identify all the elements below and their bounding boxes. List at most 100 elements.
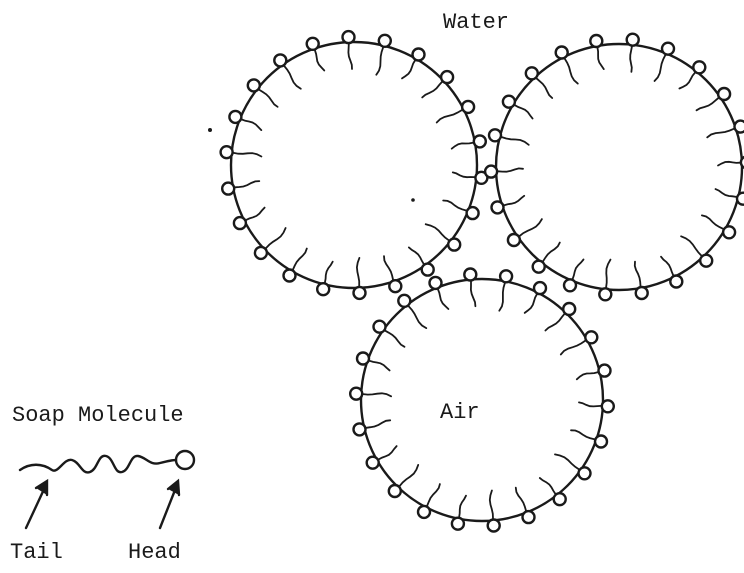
molecule-head	[492, 201, 504, 213]
molecule-tail	[459, 496, 466, 517]
bubble-film	[231, 42, 477, 288]
molecule-tail	[661, 257, 673, 276]
molecule-head	[636, 287, 648, 299]
molecule-tail	[718, 162, 740, 166]
molecule-head	[670, 276, 682, 288]
soap-molecule-label: Soap Molecule	[12, 405, 184, 427]
molecule-tail	[520, 219, 542, 236]
molecule-head	[718, 88, 730, 100]
molecule-head	[274, 54, 286, 66]
molecule-tail	[545, 314, 564, 330]
molecule-tail	[235, 181, 259, 187]
molecule-tail	[635, 262, 641, 286]
molecule-tail	[453, 172, 475, 177]
molecule-tail	[504, 196, 524, 205]
molecule-tail	[366, 420, 390, 428]
molecule-tail	[679, 73, 695, 89]
molecule-tail	[655, 55, 666, 81]
molecule-head	[599, 288, 611, 300]
molecule-tail	[284, 66, 301, 89]
molecule-tail	[348, 44, 352, 69]
bubble-film	[496, 44, 742, 290]
molecule-tail	[515, 105, 533, 118]
molecule-tail	[370, 361, 390, 371]
molecule-tail	[409, 306, 427, 328]
molecule-head	[374, 321, 386, 333]
molecule-head	[354, 423, 366, 435]
molecule-head	[462, 101, 474, 113]
molecule-head	[221, 146, 233, 158]
molecule-tail	[516, 488, 526, 511]
molecule-head	[723, 226, 735, 238]
molecule-tail	[315, 51, 324, 71]
molecule-head	[413, 49, 425, 61]
molecule-tail	[716, 189, 737, 197]
molecule-head	[474, 135, 486, 147]
water-label: Water	[443, 12, 509, 34]
molecule-head	[693, 61, 705, 73]
molecule-tail	[525, 294, 537, 313]
molecule-head	[602, 400, 614, 412]
molecule-tail	[598, 48, 604, 69]
molecule-head	[389, 485, 401, 497]
molecule-head	[554, 493, 566, 505]
molecule-head	[448, 239, 460, 251]
molecule-head	[563, 303, 575, 315]
molecule-tail	[443, 201, 466, 211]
molecule-tail	[471, 282, 476, 307]
molecule-head	[488, 520, 500, 532]
molecule-head	[599, 365, 611, 377]
head-label: Head	[128, 542, 181, 564]
molecule-head	[533, 261, 545, 273]
molecule-tail	[502, 137, 529, 145]
molecule-head	[508, 234, 520, 246]
air-label: Air	[440, 402, 480, 424]
molecule-tail	[702, 215, 723, 228]
molecule-head	[248, 79, 260, 91]
molecule-tail	[499, 283, 505, 311]
molecule-tail	[697, 98, 719, 110]
molecule-tail	[452, 143, 473, 149]
stray-marks	[208, 128, 415, 202]
molecule-head	[556, 47, 568, 59]
molecule-tail	[266, 228, 286, 248]
molecule-head	[662, 43, 674, 55]
molecule-head	[255, 247, 267, 259]
molecule-head	[485, 166, 497, 178]
molecule-head	[357, 353, 369, 365]
molecule-tail	[422, 82, 442, 98]
molecule-tail	[409, 247, 424, 264]
molecule-tail	[246, 208, 264, 220]
molecule-tail	[681, 236, 701, 255]
molecule-head	[317, 283, 329, 295]
molecule-head	[579, 467, 591, 479]
molecule-tail	[376, 48, 383, 75]
molecule-head	[595, 436, 607, 448]
molecule-head	[229, 111, 241, 123]
molecule-tail	[577, 372, 598, 379]
molecule-head	[737, 193, 744, 205]
molecule-tail	[579, 402, 601, 406]
molecule-tail	[385, 331, 404, 347]
molecule-tail	[379, 446, 397, 459]
molecule-head	[452, 518, 464, 530]
molecule-head	[343, 31, 355, 43]
molecule-tail	[400, 465, 419, 486]
molecule-head	[500, 270, 512, 282]
molecule-head	[564, 279, 576, 291]
molecule-head	[430, 277, 442, 289]
molecule-tail	[438, 289, 448, 309]
molecule-head	[503, 96, 515, 108]
molecule-head	[467, 207, 479, 219]
molecule-tail	[630, 47, 632, 72]
molecule-head	[389, 280, 401, 292]
molecule-tail	[437, 110, 462, 122]
molecule-tail	[573, 260, 584, 279]
molecule-tail	[325, 262, 333, 283]
molecule-head	[307, 38, 319, 50]
molecule-tail	[555, 454, 579, 469]
molecule-tail	[561, 341, 585, 355]
molecule-head	[590, 35, 602, 47]
bubble-group	[221, 31, 744, 531]
